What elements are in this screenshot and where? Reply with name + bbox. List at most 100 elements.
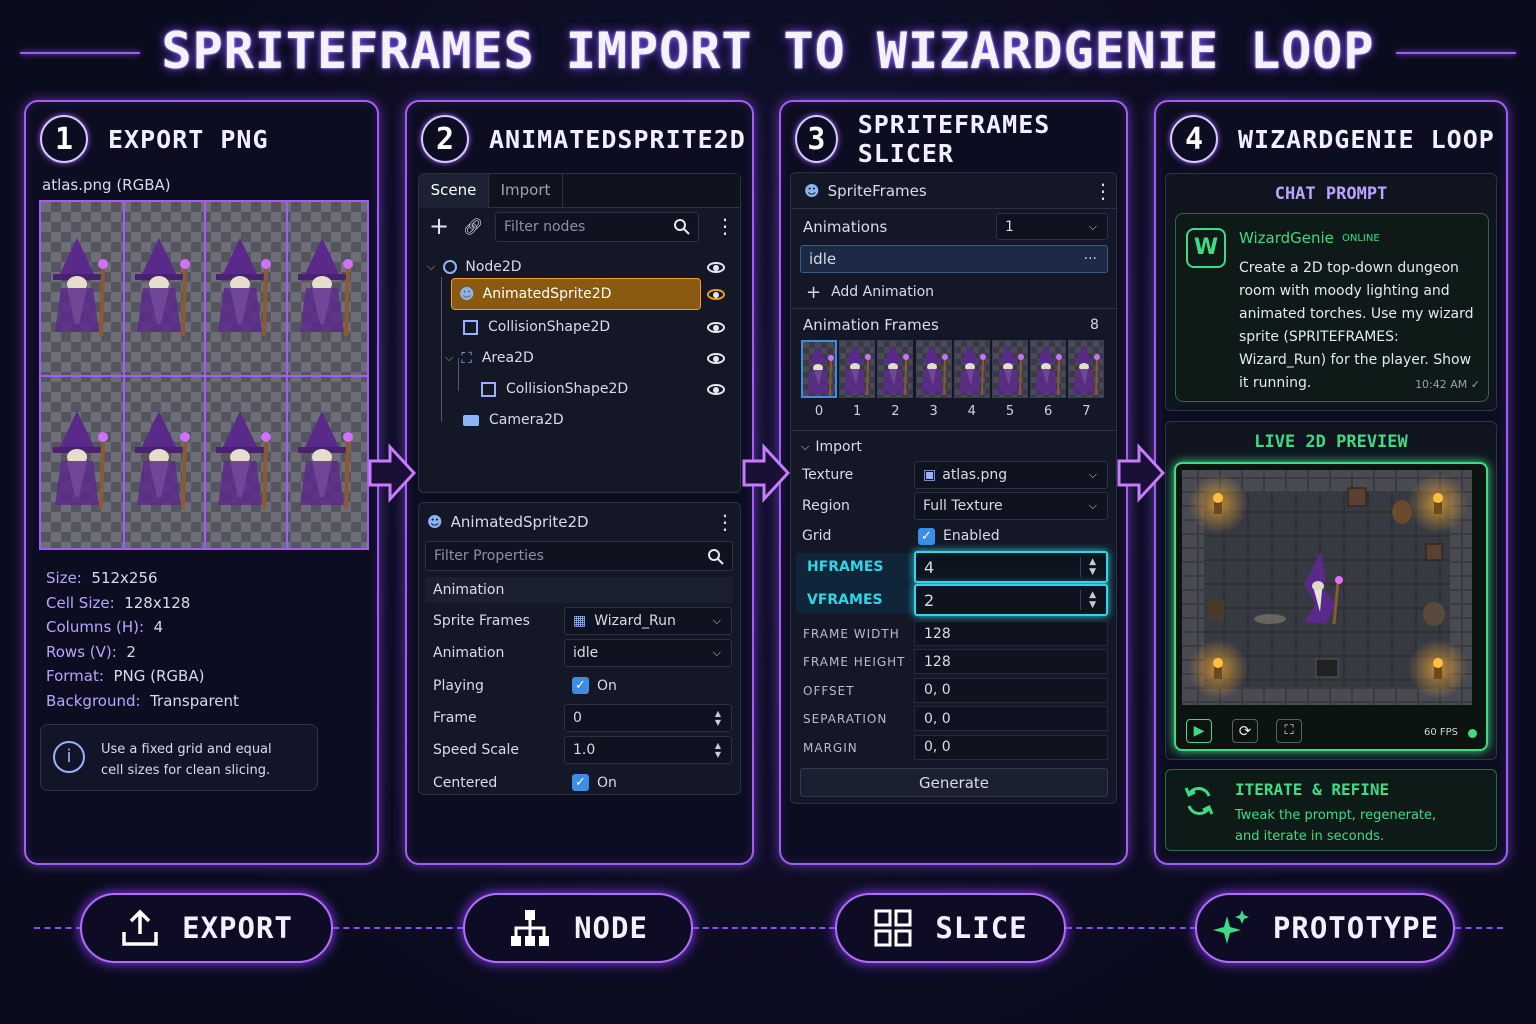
animation-idle-item[interactable]: idle···: [800, 245, 1108, 273]
slicer-param-label: OFFSET: [803, 683, 855, 698]
filter-properties-input[interactable]: Filter Properties: [425, 541, 733, 571]
tree-node-camera2d[interactable]: Camera2D: [463, 407, 739, 433]
tree-node-collisionshape2d-child[interactable]: CollisionShape2D: [481, 376, 739, 402]
texture-select[interactable]: ▣atlas.png⌵: [914, 461, 1108, 489]
node-label: AnimatedSprite2D: [482, 286, 612, 302]
node-label: CollisionShape2D: [506, 381, 629, 397]
more-icon[interactable]: ⋮: [1093, 179, 1113, 203]
frames-count: 8: [1090, 317, 1099, 333]
wizardgenie-avatar: W: [1186, 228, 1226, 268]
add-node-icon[interactable]: +: [429, 212, 450, 240]
slicer-param-label: SEPARATION: [803, 712, 888, 727]
step-label: NODE: [574, 911, 648, 945]
tree-node-node2d[interactable]: ⌵ Node2D: [427, 254, 739, 280]
property-value[interactable]: 1.0▲▼: [564, 736, 732, 765]
region-select[interactable]: Full Texture⌵: [914, 492, 1108, 520]
add-animation-button[interactable]: +Add Animation: [806, 282, 934, 303]
frame-index: 6: [1044, 404, 1053, 419]
property-label: Speed Scale: [433, 742, 520, 759]
animations-count-select[interactable]: 1⌵: [996, 213, 1108, 240]
step-slice: SLICE: [835, 893, 1066, 963]
vframes-spinbox[interactable]: 2▲▼: [914, 584, 1108, 616]
frame-index: 7: [1082, 404, 1091, 419]
slicer-param-label: FRAME WIDTH: [803, 627, 900, 641]
info-icon: i: [53, 741, 85, 773]
property-label: Playing: [433, 677, 484, 694]
frame-index: 0: [814, 404, 824, 419]
connector-line: [693, 927, 835, 929]
slicer-param-value[interactable]: 0, 0: [914, 734, 1108, 760]
filter-nodes-input[interactable]: Filter nodes: [495, 212, 699, 242]
visibility-eye-icon[interactable]: [707, 352, 725, 364]
animation-frame-thumb[interactable]: [992, 340, 1028, 398]
grid-checkbox[interactable]: ✓Enabled: [918, 526, 1000, 546]
property-value[interactable]: ▦Wizard_Run⌵: [564, 607, 732, 635]
animation-frame-thumb[interactable]: [1068, 340, 1105, 398]
animation-section: Animation: [425, 577, 733, 603]
fullscreen-icon[interactable]: ⛶: [1276, 719, 1302, 743]
live-preview-card: LIVE 2D PREVIEW: [1165, 421, 1497, 760]
upload-icon: [122, 909, 158, 946]
animations-label: Animations: [803, 218, 888, 236]
step-number: 2: [421, 115, 469, 163]
slicer-param-value[interactable]: 0, 0: [914, 706, 1108, 732]
hframes-spinbox[interactable]: 4▲▼: [914, 551, 1108, 583]
slicer-param-value[interactable]: 128: [914, 649, 1108, 675]
animation-frame-thumb[interactable]: [915, 340, 952, 398]
property-value[interactable]: ✓On: [564, 672, 732, 700]
chat-title: CHAT PROMPT: [1274, 184, 1388, 204]
restart-icon[interactable]: ⟳: [1232, 719, 1258, 743]
spriteframes-header: ☻ SpriteFrames: [804, 180, 927, 202]
tab-import[interactable]: Import: [489, 174, 563, 208]
step-prototype: PROTOTYPE: [1195, 893, 1455, 963]
tree-node-animatedsprite2d[interactable]: ☻ AnimatedSprite2D: [459, 281, 739, 307]
node-label: Camera2D: [489, 412, 564, 428]
animation-frame-thumb[interactable]: [953, 340, 990, 398]
animation-frame-thumb[interactable]: [839, 340, 876, 398]
animation-frame-thumb[interactable]: [801, 340, 837, 398]
node-label: Area2D: [481, 350, 534, 366]
region-label: Region: [802, 498, 850, 514]
info-columns: Columns (H): 4: [46, 618, 164, 637]
slicer-param-value[interactable]: 0, 0: [914, 677, 1108, 703]
tab-scene[interactable]: Scene: [419, 174, 489, 208]
animation-frame-thumb[interactable]: [1030, 340, 1067, 398]
selected-node-highlight: [451, 278, 701, 310]
visibility-eye-icon[interactable]: [707, 321, 725, 333]
link-icon[interactable]: 🔗︎: [463, 217, 484, 236]
play-icon[interactable]: ▶: [1186, 719, 1212, 743]
connector-line: [34, 927, 82, 929]
preview-title: LIVE 2D PREVIEW: [1254, 432, 1408, 452]
step-label: PROTOTYPE: [1272, 911, 1440, 945]
generate-button[interactable]: Generate: [800, 768, 1108, 797]
property-value[interactable]: idle⌵: [564, 639, 732, 668]
grid-label: Grid: [802, 528, 832, 544]
area-icon: ⛶: [461, 349, 472, 367]
more-icon[interactable]: ⋮: [715, 510, 735, 534]
property-value[interactable]: 0▲▼: [564, 703, 732, 732]
atlas-file-label: atlas.png (RGBA): [42, 176, 171, 194]
tree-node-collisionshape2d[interactable]: CollisionShape2D: [463, 314, 739, 340]
wizard-sprite-frame: [53, 238, 108, 337]
title-line-right: [1396, 52, 1516, 54]
visibility-eye-icon[interactable]: [707, 261, 725, 273]
more-icon[interactable]: ⋮: [715, 214, 735, 238]
frame-index: 4: [967, 404, 976, 419]
visibility-eye-icon[interactable]: [707, 383, 725, 395]
import-section[interactable]: ⌵Import: [801, 439, 862, 455]
property-value[interactable]: ✓On: [564, 769, 732, 797]
info-size: Size: 512x256: [46, 569, 158, 587]
tree-node-area2d[interactable]: ⌵ ⛶ Area2D: [445, 345, 739, 371]
connector-line: [1066, 927, 1196, 929]
camera-icon: [463, 414, 479, 426]
slicer-param-value[interactable]: 128: [914, 621, 1108, 646]
fps-counter: 60 FPS: [1424, 727, 1459, 738]
property-label: Sprite Frames: [433, 613, 530, 629]
scene-dock: Scene Import + 🔗︎ Filter nodes ⋮ ⌵ Node2…: [418, 173, 741, 493]
checkbox-checked-icon: ✓: [572, 774, 589, 791]
wizard-sprite-frame: [134, 238, 190, 337]
animation-frame-thumb[interactable]: [877, 340, 914, 398]
visibility-eye-icon[interactable]: [707, 288, 725, 300]
info-rows: Rows (V): 2: [46, 642, 136, 661]
